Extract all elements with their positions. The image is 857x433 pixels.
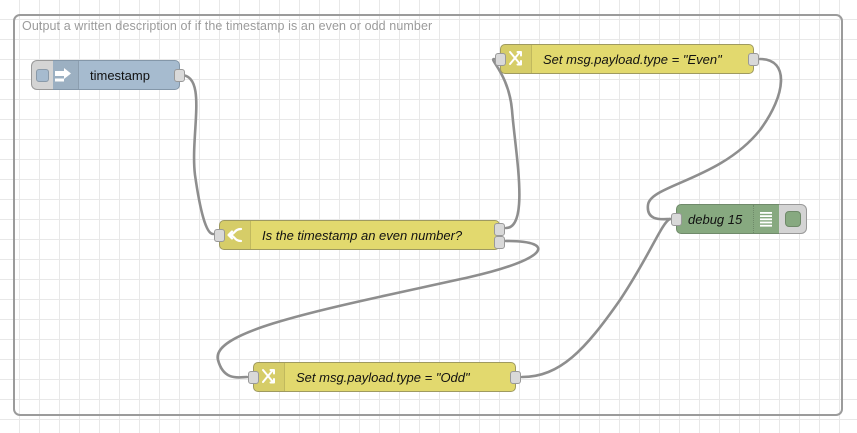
node-label: debug 15 [688,211,743,227]
node-label: Set msg.payload.type = "Even" [543,51,722,67]
change-swap-icon [254,363,285,391]
node-change-set-odd[interactable]: Set msg.payload.type = "Odd" [248,362,521,392]
output-port-2[interactable] [494,236,505,249]
node-group-label: Output a written description of if the t… [22,19,433,33]
switch-fork-icon [220,221,251,249]
input-port[interactable] [495,53,506,66]
inject-arrow-icon [48,61,79,89]
node-debug-15[interactable]: debug 15 [671,204,807,234]
node-label: timestamp [90,67,150,83]
output-port-1[interactable] [494,223,505,236]
node-inject-timestamp[interactable]: timestamp [31,60,185,90]
inject-button-square-icon [36,68,49,82]
debug-lines-icon [753,205,778,233]
node-switch-is-even[interactable]: Is the timestamp an even number? [214,220,505,250]
change-swap-icon [501,45,532,73]
output-port[interactable] [174,69,185,82]
node-change-set-even[interactable]: Set msg.payload.type = "Even" [495,44,759,74]
node-group-frame[interactable] [13,14,843,416]
output-port[interactable] [510,371,521,384]
debug-button-square-icon [784,211,801,227]
output-port[interactable] [748,53,759,66]
input-port[interactable] [671,213,682,226]
input-port[interactable] [248,371,259,384]
node-label: Is the timestamp an even number? [262,227,463,243]
input-port[interactable] [214,229,225,242]
inject-trigger-button[interactable] [31,60,53,90]
debug-toggle-button[interactable] [779,204,807,234]
node-label: Set msg.payload.type = "Odd" [296,369,470,385]
